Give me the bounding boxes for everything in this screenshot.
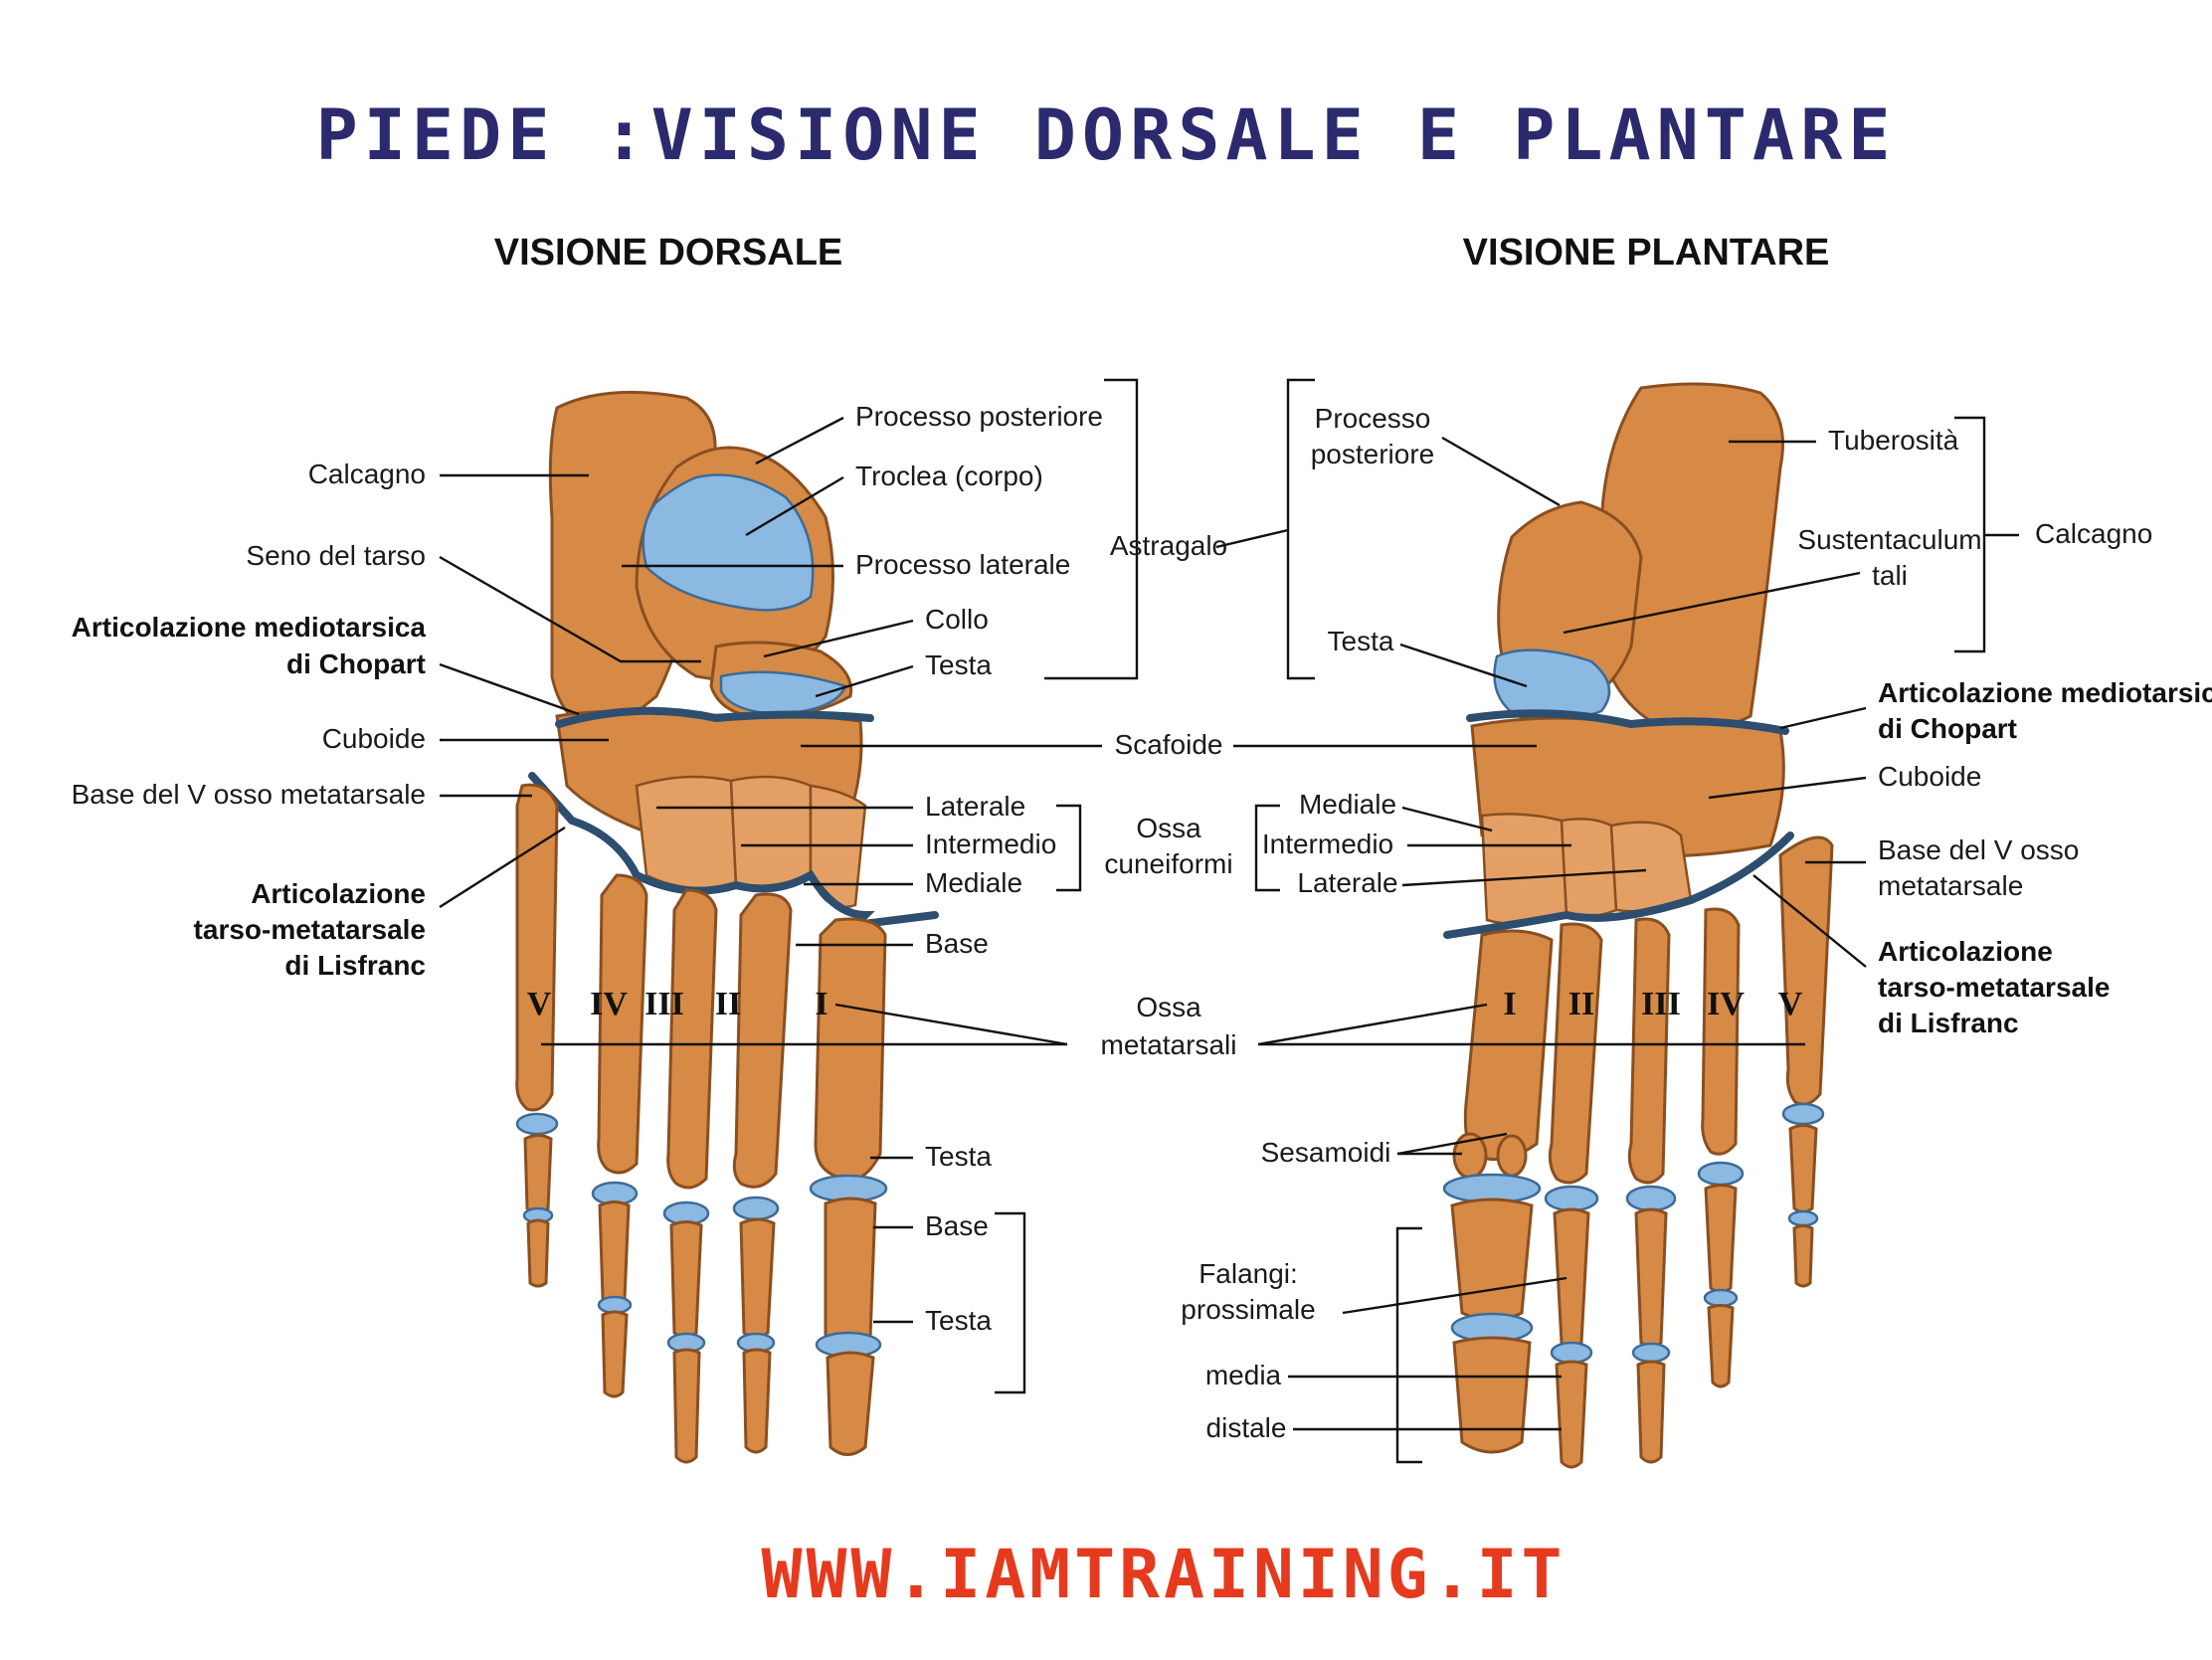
numeral-dorsal-iii: III <box>645 986 684 1022</box>
dorsal-right-annotations: Processo posteriore Troclea (corpo) Proc… <box>622 401 1103 1394</box>
label-seno-del-tarso: Seno del tarso <box>246 540 426 571</box>
label-mediale-dorsal: Mediale <box>925 867 1022 898</box>
label-testa-metatarsal: Testa <box>925 1141 992 1172</box>
numeral-plantar-iii: III <box>1641 986 1681 1022</box>
footer-url: WWW.IAMTRAINING.IT <box>762 1536 1567 1614</box>
label-base-metatarsal: Base <box>925 928 989 959</box>
label-ossa-cuneiformi-2: cuneiformi <box>1104 848 1232 879</box>
numeral-plantar-i: I <box>1503 986 1516 1022</box>
label-lisfranc-dorsal-3: di Lisfranc <box>284 950 426 981</box>
numeral-dorsal-iv: IV <box>590 986 628 1022</box>
center-annotations: Astragalo Scafoide Ossa cuneiformi Ossa … <box>541 378 1805 1060</box>
label-lisfranc-plantar-3: di Lisfranc <box>1878 1008 2019 1038</box>
plantar-foot-illustration <box>1442 382 1834 1469</box>
label-mediale-plantar: Mediale <box>1299 789 1396 820</box>
label-testa-plantar: Testa <box>1328 626 1394 656</box>
label-chopart-dorsal-2: di Chopart <box>286 648 426 679</box>
page-title: PIEDE :VISIONE DORSALE E PLANTARE <box>316 94 1897 176</box>
label-chopart-plantar-1: Articolazione mediotarsica <box>1878 677 2212 708</box>
label-processo-laterale: Processo laterale <box>855 549 1070 580</box>
plantar-lisfranc-line <box>1443 831 1794 939</box>
plantar-left-annotations: Processo posteriore Testa Mediale Interm… <box>1181 403 1647 1464</box>
numeral-dorsal-v: V <box>527 986 552 1022</box>
label-sustentaculum-1: Sustentaculum <box>1797 524 1981 555</box>
label-testa-talus: Testa <box>925 649 992 680</box>
label-laterale-plantar: Laterale <box>1297 867 1397 898</box>
numeral-plantar-iv: IV <box>1707 986 1745 1022</box>
label-cuboide-plantar: Cuboide <box>1878 761 1981 792</box>
plantar-talus-head-cartilage <box>1493 648 1611 722</box>
label-intermedio-plantar: Intermedio <box>1262 829 1393 859</box>
dorsal-foot-illustration <box>515 390 939 1464</box>
talus-head-cartilage <box>719 670 847 716</box>
label-media: media <box>1205 1360 1282 1390</box>
falangi-bracket <box>1395 1226 1422 1464</box>
plantar-right-annotations: Tuberosità Sustentaculum tali Calcagno A… <box>1563 416 2212 1038</box>
label-processo-posteriore-plantar-2: posteriore <box>1311 439 1435 469</box>
numeral-dorsal-i: I <box>815 986 828 1022</box>
plantar-chopart-line <box>1466 709 1789 735</box>
dorsal-heading: VISIONE DORSALE <box>494 232 843 274</box>
label-base-phalanx: Base <box>925 1210 989 1241</box>
trochlea-cartilage <box>642 473 815 612</box>
label-laterale-dorsal: Laterale <box>925 791 1025 822</box>
phalanx-bracket <box>995 1211 1026 1394</box>
label-collo: Collo <box>925 604 989 635</box>
numeral-plantar-v: V <box>1778 986 1803 1022</box>
label-testa-phalanx: Testa <box>925 1305 992 1336</box>
label-falangi-1: Falangi: <box>1198 1258 1298 1289</box>
label-ossa-cuneiformi-1: Ossa <box>1136 813 1201 843</box>
numeral-dorsal-ii: II <box>715 986 741 1022</box>
label-calcagno-plantar: Calcagno <box>2035 518 2152 549</box>
dorsal-chopart-line <box>555 706 874 728</box>
label-ossa-metatarsali-1: Ossa <box>1136 992 1201 1022</box>
label-calcagno-dorsal: Calcagno <box>308 459 426 489</box>
label-astragalo: Astragalo <box>1110 530 1227 561</box>
label-processo-posteriore-plantar-1: Processo <box>1315 403 1431 434</box>
label-troclea: Troclea (corpo) <box>855 461 1043 491</box>
label-tuberosita: Tuberosità <box>1828 425 1959 456</box>
label-distale: distale <box>1206 1412 1287 1443</box>
label-lisfranc-plantar-1: Articolazione <box>1878 936 2053 967</box>
label-scafoide: Scafoide <box>1115 729 1223 760</box>
label-sesamoidi: Sesamoidi <box>1261 1137 1391 1168</box>
astragalo-bracket-plantar <box>1286 378 1315 680</box>
numeral-plantar-ii: II <box>1568 986 1594 1022</box>
plantar-heading: VISIONE PLANTARE <box>1463 232 1830 274</box>
label-base-v-plantar-2: metatarsale <box>1878 870 2023 901</box>
cuneiformi-bracket-plantar <box>1254 804 1280 892</box>
cuneiformi-bracket-dorsal <box>1056 804 1082 892</box>
label-falangi-2: prossimale <box>1181 1294 1315 1325</box>
label-base-v-dorsal: Base del V osso metatarsale <box>72 779 426 810</box>
label-base-v-plantar-1: Base del V osso <box>1878 834 2079 865</box>
dorsal-numerals: V IV III II I <box>527 986 829 1022</box>
label-ossa-metatarsali-2: metatarsali <box>1101 1029 1237 1060</box>
label-processo-posteriore-dorsal: Processo posteriore <box>855 401 1103 432</box>
label-lisfranc-plantar-2: tarso-metatarsale <box>1878 972 2110 1003</box>
dorsal-left-annotations: Calcagno Seno del tarso Articolazione me… <box>72 459 701 981</box>
label-lisfranc-dorsal-2: tarso-metatarsale <box>194 914 426 945</box>
label-intermedio-dorsal: Intermedio <box>925 829 1056 859</box>
dorsal-lisfranc-line <box>528 772 875 929</box>
label-chopart-plantar-2: di Chopart <box>1878 713 2017 744</box>
label-cuboide-dorsal: Cuboide <box>322 723 426 754</box>
plantar-numerals: I II III IV V <box>1503 986 1802 1022</box>
label-sustentaculum-2: tali <box>1872 560 1908 591</box>
astragalo-bracket-dorsal <box>1044 378 1139 680</box>
label-lisfranc-dorsal-1: Articolazione <box>251 878 426 909</box>
label-chopart-dorsal-1: Articolazione mediotarsica <box>72 612 427 643</box>
